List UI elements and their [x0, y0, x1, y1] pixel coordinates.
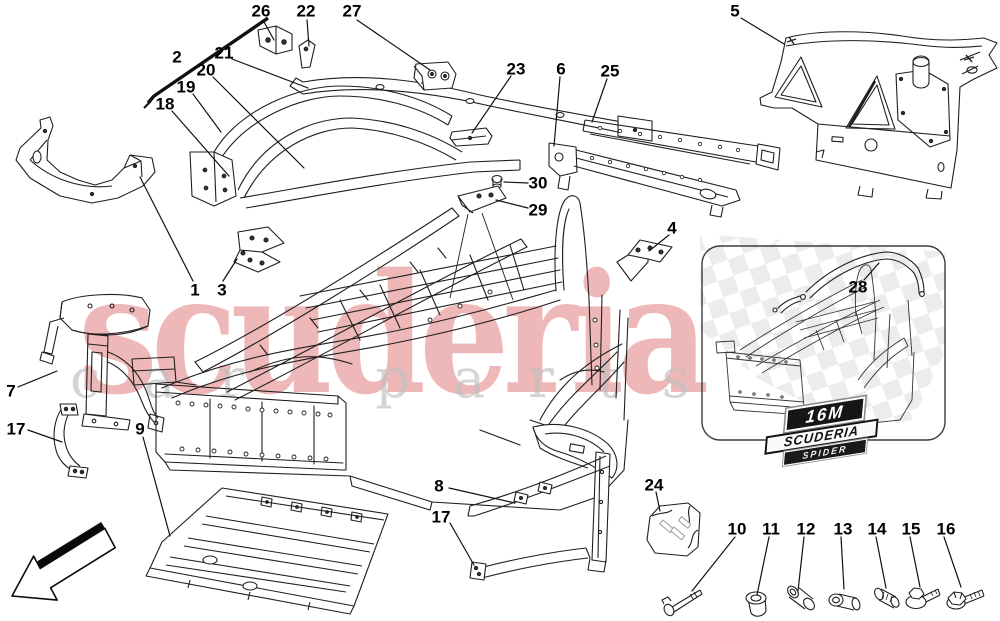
- part-number-label-7[interactable]: 7: [6, 381, 16, 401]
- part-number-label-27[interactable]: 27: [342, 1, 362, 21]
- part-number-label-29[interactable]: 29: [528, 200, 548, 220]
- part-2-drawing[interactable]: [143, 16, 269, 109]
- watermark-primary-text: scuderia: [78, 237, 709, 431]
- part-16-drawing[interactable]: [946, 589, 985, 610]
- part-number-label-12[interactable]: 12: [796, 519, 816, 539]
- part-number-label-23[interactable]: 23: [506, 59, 526, 79]
- part-number-label-10[interactable]: 10: [727, 519, 747, 539]
- part-29-drawing[interactable]: [449, 185, 514, 301]
- part-number-label-9[interactable]: 9: [135, 419, 145, 439]
- part-number-label-11[interactable]: 11: [762, 519, 780, 539]
- part-25-drawing[interactable]: [582, 119, 781, 171]
- part-number-label-8[interactable]: 8: [434, 476, 444, 496]
- part-number-label-24[interactable]: 24: [644, 475, 664, 495]
- part-number-label-6[interactable]: 6: [556, 59, 566, 79]
- part-4-drawing[interactable]: [616, 239, 673, 282]
- part-11-drawing[interactable]: [745, 591, 767, 617]
- part-number-label-5[interactable]: 5: [730, 1, 740, 21]
- part-28-drawing[interactable]: [772, 251, 925, 314]
- part-5-drawing[interactable]: [759, 31, 998, 200]
- part-number-label-26[interactable]: 26: [251, 1, 271, 21]
- part-10-drawing[interactable]: [661, 589, 703, 617]
- leader-lines: [17, 17, 962, 596]
- part-15-drawing[interactable]: [905, 587, 941, 610]
- part-number-label-13[interactable]: 13: [833, 519, 853, 539]
- part-13-drawing[interactable]: [828, 593, 861, 611]
- part-14-drawing[interactable]: [873, 587, 901, 609]
- part-19-drawing[interactable]: [213, 85, 453, 161]
- part-number-label-17-right[interactable]: 17: [431, 507, 451, 527]
- part-number-label-16[interactable]: 16: [936, 519, 956, 539]
- part-number-label-28[interactable]: 28: [848, 277, 868, 297]
- part-23-drawing[interactable]: [449, 127, 493, 147]
- part-3-drawing[interactable]: [233, 226, 285, 273]
- part-number-label-14[interactable]: 14: [867, 519, 887, 539]
- part-18-drawing[interactable]: [189, 151, 237, 207]
- part-number-label-22[interactable]: 22: [296, 1, 316, 21]
- part-number-label-17-left[interactable]: 17: [6, 419, 26, 439]
- part-1-drawing[interactable]: [15, 116, 156, 204]
- part-number-label-15[interactable]: 15: [901, 519, 921, 539]
- main-chassis-drawing: [131, 195, 629, 511]
- part-number-label-20[interactable]: 20: [196, 60, 216, 80]
- part-20-drawing[interactable]: [237, 117, 521, 209]
- part-number-label-3[interactable]: 3: [217, 280, 227, 300]
- part-number-label-25[interactable]: 25: [600, 61, 620, 81]
- part-number-label-21[interactable]: 21: [214, 43, 234, 63]
- part-number-label-30[interactable]: 30: [528, 173, 548, 193]
- checkered-flag-pattern: [700, 234, 945, 430]
- part-number-label-4[interactable]: 4: [667, 218, 677, 238]
- part-22-drawing[interactable]: [298, 39, 316, 69]
- part-9-drawing[interactable]: [145, 487, 389, 615]
- part-8-drawing[interactable]: [467, 423, 618, 573]
- direction-arrow: [11, 522, 116, 601]
- part-number-label-2[interactable]: 2: [172, 47, 182, 67]
- watermark-secondary-text: car parts: [70, 347, 733, 410]
- part-27-drawing[interactable]: [413, 61, 457, 91]
- part-17-right-drawing[interactable]: [469, 547, 591, 581]
- part-number-label-1[interactable]: 1: [190, 280, 200, 300]
- part-17-left-drawing[interactable]: [53, 403, 89, 479]
- part-24-drawing[interactable]: [646, 502, 701, 557]
- part-6-drawing[interactable]: [548, 142, 741, 218]
- part-26-drawing[interactable]: [257, 25, 293, 55]
- part-7-drawing[interactable]: [39, 293, 165, 433]
- part-number-label-18[interactable]: 18: [155, 94, 175, 114]
- part-12-drawing[interactable]: [785, 584, 816, 612]
- part-number-label-19[interactable]: 19: [176, 77, 196, 97]
